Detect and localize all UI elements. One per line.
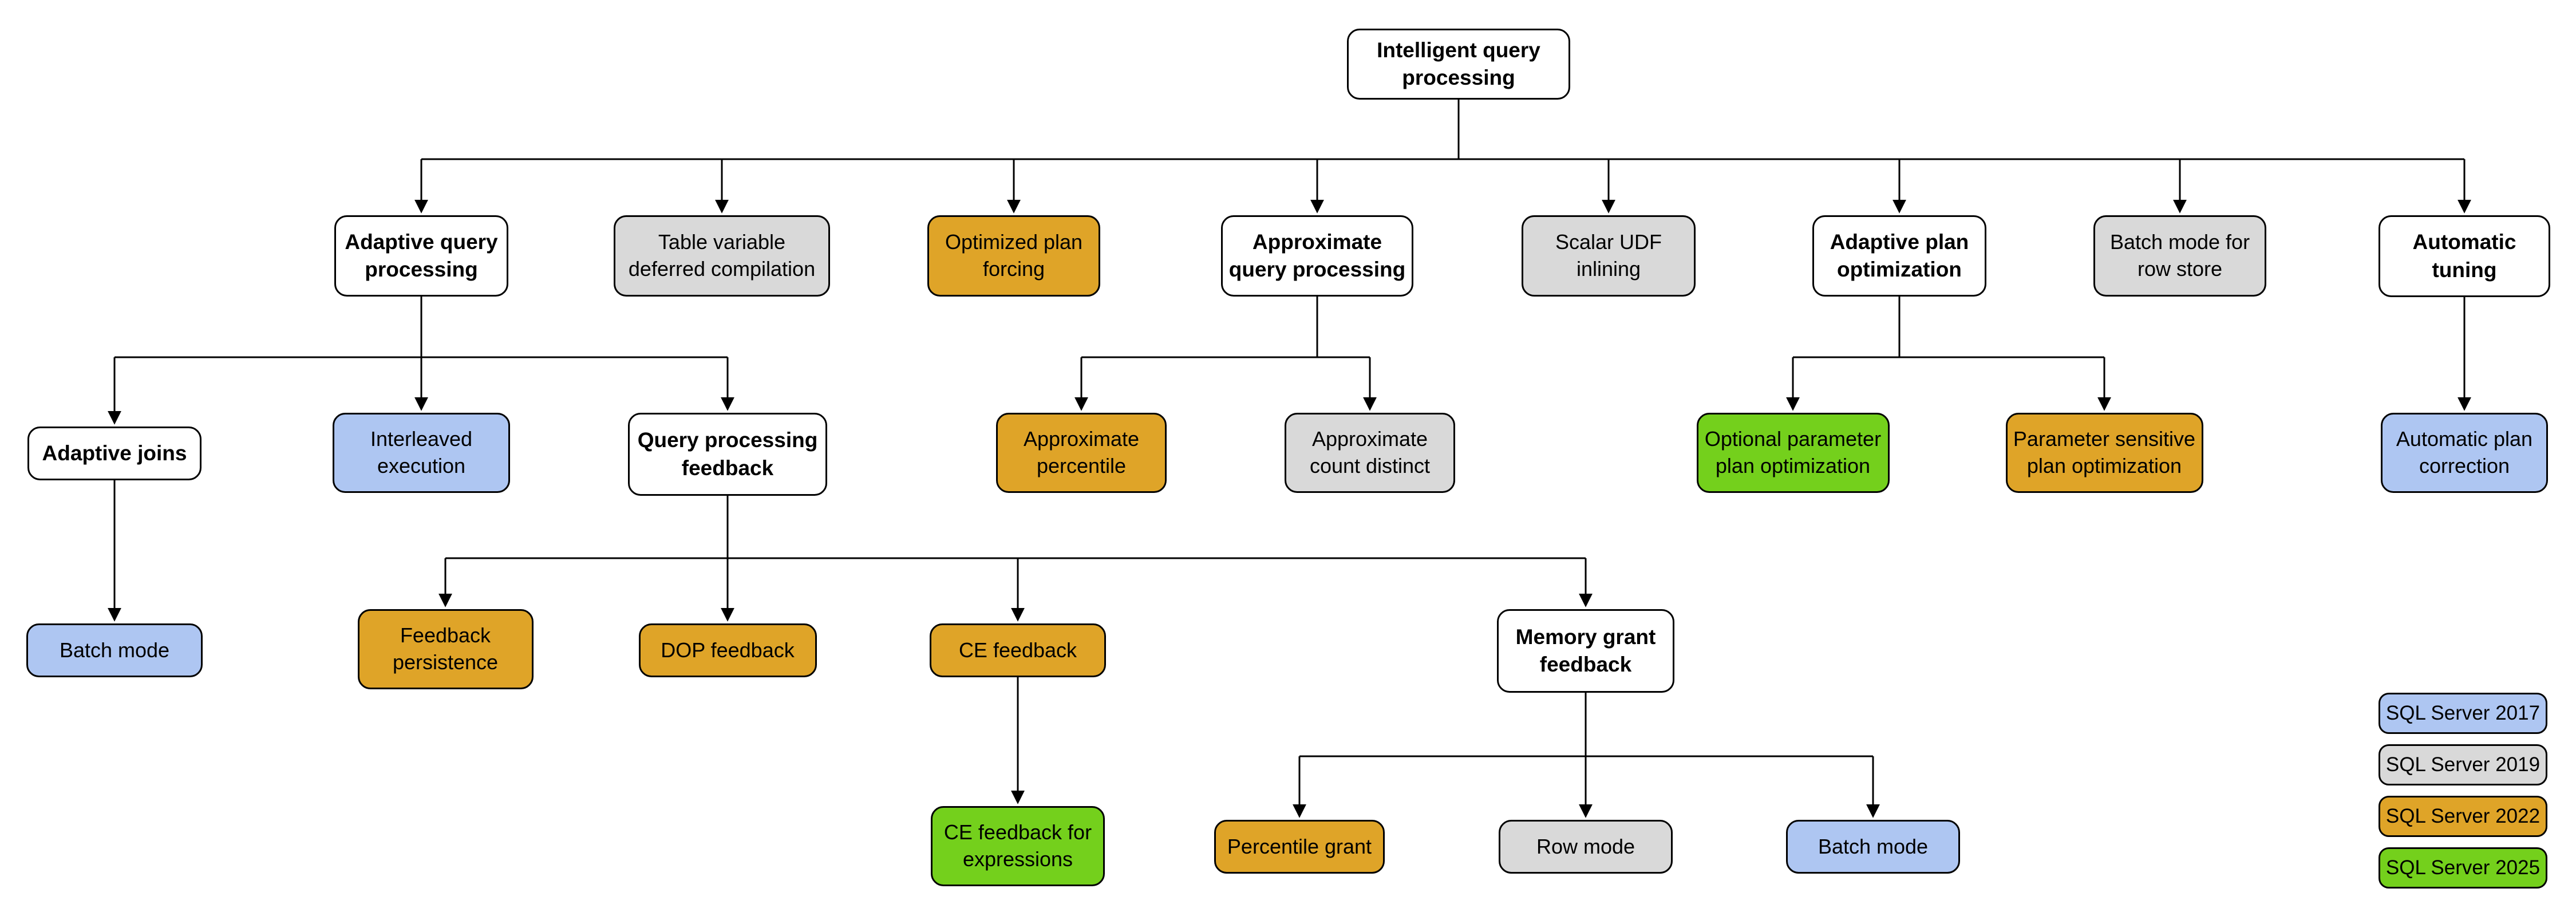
legend-label: SQL Server 2022 <box>2385 805 2541 827</box>
node-label: CE feedback for expressions <box>943 820 1092 871</box>
node-label: Optimized plan forcing <box>945 230 1083 281</box>
node-tvdc: Table variable deferred compilation <box>614 215 830 297</box>
node-bm4: Batch mode <box>26 623 203 677</box>
legend-label: SQL Server 2019 <box>2385 753 2541 776</box>
node-label: Table variable deferred compilation <box>628 230 816 281</box>
node-at: Automatic tuning <box>2379 215 2550 297</box>
node-label: Approximate count distinct <box>1309 427 1431 477</box>
node-pg: Percentile grant <box>1214 820 1385 874</box>
legend-item-2025: SQL Server 2025 <box>2379 847 2547 889</box>
node-sudf: Scalar UDF inlining <box>1522 215 1696 297</box>
node-label: Percentile grant <box>1227 834 1372 858</box>
node-apct: Approximate percentile <box>996 413 1167 493</box>
legend-item-2022: SQL Server 2022 <box>2379 796 2547 837</box>
node-label: Approximate query processing <box>1228 230 1406 281</box>
node-aj: Adaptive joins <box>27 427 202 480</box>
node-label: Intelligent query processing <box>1377 38 1540 89</box>
legend-label: SQL Server 2025 <box>2385 856 2541 879</box>
node-label: CE feedback <box>958 638 1077 662</box>
legend-item-2019: SQL Server 2019 <box>2379 744 2547 785</box>
node-label: Feedback persistence <box>392 623 499 674</box>
node-oppo: Optional parameter plan optimization <box>1696 413 1890 493</box>
node-label: Adaptive joins <box>42 441 187 465</box>
node-rm: Row mode <box>1499 820 1673 874</box>
node-cef: CE feedback <box>930 623 1106 677</box>
node-label: Adaptive plan optimization <box>1830 230 1969 281</box>
node-dop: DOP feedback <box>638 623 817 677</box>
node-label: Query processing feedback <box>637 428 818 480</box>
node-label: Batch mode for row store <box>2109 230 2250 281</box>
node-label: Scalar UDF inlining <box>1555 230 1662 281</box>
node-label: Parameter sensitive plan optimization <box>2013 427 2196 477</box>
node-cefe: CE feedback for expressions <box>931 806 1105 886</box>
node-qpf: Query processing feedback <box>628 413 827 496</box>
node-label: Adaptive query processing <box>345 230 498 281</box>
node-opf: Optimized plan forcing <box>927 215 1100 297</box>
node-acd: Approximate count distinct <box>1285 413 1455 493</box>
node-label: Optional parameter plan optimization <box>1704 427 1882 477</box>
node-bm5: Batch mode <box>1786 820 1960 874</box>
node-label: Batch mode <box>1818 834 1929 858</box>
node-mgf: Memory grant feedback <box>1497 609 1674 693</box>
node-bmrs: Batch mode for row store <box>2093 215 2266 297</box>
node-apc: Automatic plan correction <box>2381 413 2548 493</box>
node-root: Intelligent query processing <box>1347 29 1570 100</box>
node-label: Automatic plan correction <box>2396 427 2533 477</box>
node-aqpr: Approximate query processing <box>1221 215 1413 297</box>
node-apo: Adaptive plan optimization <box>1812 215 1986 297</box>
node-fp: Feedback persistence <box>357 609 534 689</box>
node-label: Row mode <box>1536 834 1635 858</box>
node-label: Approximate percentile <box>1023 427 1140 477</box>
node-label: DOP feedback <box>661 638 795 662</box>
node-label: Automatic tuning <box>2412 230 2516 282</box>
node-label: Memory grant feedback <box>1515 625 1656 676</box>
node-ie: Interleaved execution <box>333 413 510 493</box>
node-label: Batch mode <box>59 638 170 662</box>
node-pspo: Parameter sensitive plan optimization <box>2005 413 2203 493</box>
node-label: Interleaved execution <box>370 427 473 477</box>
node-aqp: Adaptive query processing <box>334 215 508 297</box>
legend-item-2017: SQL Server 2017 <box>2379 693 2547 734</box>
legend-label: SQL Server 2017 <box>2385 702 2541 724</box>
